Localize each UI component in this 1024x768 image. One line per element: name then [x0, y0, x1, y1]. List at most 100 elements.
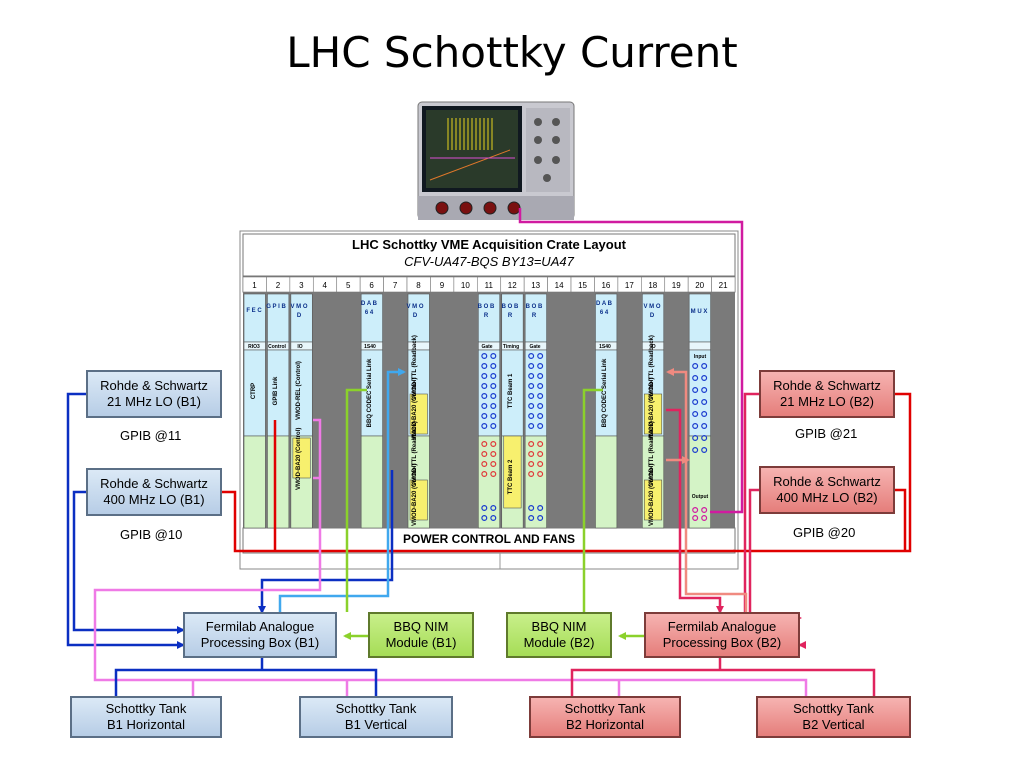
connector-circle-icon: [537, 423, 544, 430]
connector-circle-icon: [701, 387, 708, 394]
connector-circle-icon: [528, 393, 535, 400]
lo400-b1-wire: [72, 490, 185, 634]
connector-circle-icon: [692, 435, 699, 442]
control-panel: [409, 479, 428, 521]
box-line: 21 MHz LO (B2): [780, 394, 874, 409]
gpib-b2-21-wire: [733, 392, 912, 553]
slot-number: 16: [601, 281, 611, 290]
connector-circle-icon: [692, 363, 699, 370]
connector-circle-icon: [528, 451, 535, 458]
box-line: B2 Horizontal: [565, 717, 645, 732]
connector-circle-icon: [537, 413, 544, 420]
box-line: B1 Horizontal: [106, 717, 186, 732]
box-line: Module (B2): [523, 635, 595, 650]
connector-circle-icon: [490, 353, 497, 360]
connector-circle-icon: [701, 399, 708, 406]
connector-circle-icon: [481, 505, 488, 512]
gpib-11-label: GPIB @11: [120, 428, 182, 443]
gpib-21-label: GPIB @21: [795, 426, 858, 441]
bobr11-tag: Gate: [481, 344, 493, 350]
box-line: B2 Vertical: [802, 717, 865, 732]
connector-circle-icon: [481, 373, 488, 380]
connector-circle-icon: [692, 423, 699, 430]
vmod3-body2: VMOD-BA20 (Control): [296, 427, 302, 490]
slot-number: 13: [531, 281, 541, 290]
slot-number: 11: [484, 281, 493, 290]
connector-circle-icon: [481, 461, 488, 468]
oscilloscope-icon: [417, 101, 575, 220]
ttc-beam2: TTC Beam 2: [508, 459, 514, 495]
fec-body: CTRP: [251, 382, 257, 400]
connector-circle-icon: [528, 403, 535, 410]
gpib-tag: Control: [268, 344, 286, 350]
bobr11-label: B O B R: [477, 304, 495, 319]
slot-number: 3: [299, 281, 304, 290]
connector-circle-icon: [537, 441, 544, 448]
box-line: BBQ NIM: [393, 619, 449, 634]
control-panel: [644, 479, 663, 521]
box-line: Processing Box (B1): [200, 635, 320, 650]
vmod8-to-fermi-b1: [258, 470, 394, 614]
connector-circle-icon: [481, 353, 488, 360]
slot-number: 18: [648, 281, 658, 290]
slot-number: 21: [718, 281, 728, 290]
box-line: Rohde & Schwartz: [100, 378, 208, 393]
dab64-16-tag: 1S40: [599, 344, 611, 350]
dab64-16-body: BBQ CODEC Serial Link: [602, 358, 608, 428]
connector-circle-icon: [490, 373, 497, 380]
connector-circle-icon: [481, 423, 488, 430]
connector-circle-icon: [537, 383, 544, 390]
connector-circle-icon: [490, 403, 497, 410]
slot-number: 14: [554, 281, 564, 290]
bbq-b1-wire: [345, 388, 367, 612]
connector-circle-icon: [692, 411, 699, 418]
slot-number: 20: [695, 281, 705, 290]
module-faceplate: [688, 293, 711, 343]
box-line: Schottky Tank: [335, 701, 417, 716]
connector-circle-icon: [481, 403, 488, 410]
box-line: Processing Box (B2): [662, 635, 782, 650]
fec-tag: RIO3: [248, 344, 260, 350]
slot-number: 15: [578, 281, 587, 290]
connector-circle-icon: [528, 514, 535, 521]
vmod3-body1: VMOD-REL (Control): [296, 361, 302, 420]
pink-control-wire: [93, 418, 808, 696]
connector-circle-icon: [692, 447, 699, 454]
fermi-b2-readback: [666, 368, 748, 612]
lo21-b2-wire: [743, 392, 800, 647]
connector-circle-icon: [701, 375, 708, 382]
slot-number: 1: [252, 281, 257, 290]
slot-number: 9: [439, 281, 445, 290]
connector-circle-icon: [528, 423, 535, 430]
box-line: Rohde & Schwartz: [100, 476, 208, 491]
bobr13-tag: Gate: [529, 344, 541, 350]
mux-output-label: Output: [691, 494, 709, 500]
connector-circle-icon: [490, 461, 497, 468]
box-line: Rohde & Schwartz: [773, 378, 881, 393]
bobr13-label: B O B R: [525, 304, 543, 319]
connector-circle-icon: [490, 363, 497, 370]
connector-circle-icon: [537, 353, 544, 360]
connector-circle-icon: [528, 461, 535, 468]
gpib-10-label: GPIB @10: [120, 527, 183, 542]
slot-number: 5: [345, 281, 351, 290]
connector-circle-icon: [490, 393, 497, 400]
gpib-body: GPIB Link: [273, 376, 279, 406]
connector-circle-icon: [537, 514, 544, 521]
connector-circle-icon: [490, 451, 497, 458]
connector-circle-icon: [537, 471, 544, 478]
box-line: Schottky Tank: [105, 701, 187, 716]
module-faceplate: [267, 293, 290, 343]
box-line: 400 MHz LO (B1): [103, 492, 205, 507]
connector-circle-icon: [537, 505, 544, 512]
connector-circle-icon: [528, 363, 535, 370]
connector-circle-icon: [692, 507, 699, 514]
box-line: Module (B1): [385, 635, 457, 650]
connector-circle-icon: [692, 514, 699, 521]
